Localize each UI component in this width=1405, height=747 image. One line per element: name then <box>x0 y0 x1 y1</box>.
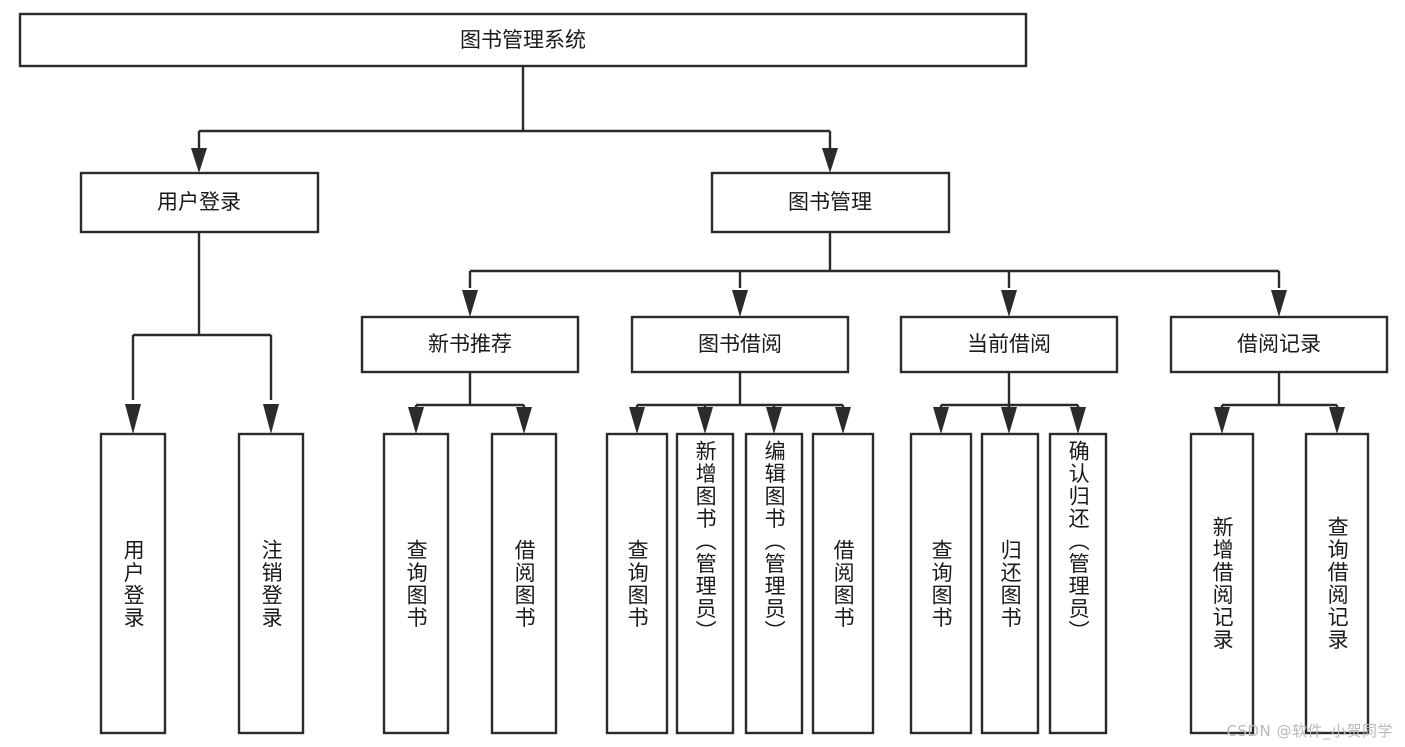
leaf-box-current-borrow-3[interactable] <box>1048 432 1108 735</box>
node-user-login-label: 用户登录 <box>157 190 241 214</box>
arrow-head-borrow-record <box>1271 290 1287 317</box>
arrow-head-book-mgmt <box>822 148 838 173</box>
node-book-borrow[interactable]: 图书借阅 <box>630 315 850 374</box>
leaf-box-book-borrow-4[interactable] <box>811 432 875 735</box>
csdn-watermark: CSDN @软件_小贺同学 <box>1226 722 1393 740</box>
node-current-borrow-box[interactable] <box>899 315 1119 374</box>
arrow-head-book-borrow-c2 <box>697 407 713 434</box>
leaf-box-new-book-1[interactable] <box>382 432 450 735</box>
connector-group-book-borrow <box>629 372 851 434</box>
arrow-head-user-login-child1 <box>125 404 141 434</box>
connector-group-current-borrow <box>933 372 1086 434</box>
arrow-head-new-book-c1 <box>408 407 424 434</box>
node-root-system-label: 图书管理系统 <box>460 28 586 52</box>
node-root-system-box[interactable] <box>18 12 1028 68</box>
connector-group-root <box>191 66 838 173</box>
connector-group-book-mgmt <box>462 232 1287 317</box>
leaf-box-current-borrow-2[interactable] <box>980 432 1040 735</box>
leaf-box-book-borrow-1[interactable] <box>605 432 669 735</box>
node-new-book-recommend[interactable]: 新书推荐 <box>360 315 580 374</box>
node-book-borrow-label: 图书借阅 <box>698 332 782 356</box>
leaf-box-borrow-record-1[interactable] <box>1189 432 1255 735</box>
node-new-book-recommend-box[interactable] <box>360 315 580 374</box>
node-book-management[interactable]: 图书管理 <box>710 171 951 234</box>
node-user-login-box[interactable] <box>79 171 320 234</box>
leaf-box-user-login-2[interactable] <box>237 432 305 735</box>
node-borrow-record-label: 借阅记录 <box>1237 332 1321 356</box>
arrow-head-borrow-record-c1 <box>1214 407 1230 434</box>
arrow-head-new-book <box>462 290 478 317</box>
node-root-system[interactable]: 图书管理系统 <box>18 12 1028 68</box>
leaf-box-current-borrow-1[interactable] <box>909 432 973 735</box>
arrow-head-book-borrow-c1 <box>629 407 645 434</box>
connector-group-user-login <box>125 232 279 434</box>
arrow-head-user-login <box>191 148 207 173</box>
arrow-head-new-book-c2 <box>516 407 532 434</box>
node-borrow-record-box[interactable] <box>1169 315 1389 374</box>
arrow-head-current-borrow <box>1001 290 1017 317</box>
node-book-management-label: 图书管理 <box>788 190 872 214</box>
arrow-head-book-borrow-c4 <box>835 407 851 434</box>
node-book-management-box[interactable] <box>710 171 951 234</box>
arrow-head-current-borrow-c2 <box>1001 407 1017 434</box>
arrow-head-current-borrow-c1 <box>933 407 949 434</box>
leaf-box-book-borrow-3[interactable] <box>744 432 804 735</box>
node-new-book-recommend-label: 新书推荐 <box>428 332 512 356</box>
node-current-borrow-label: 当前借阅 <box>967 332 1051 356</box>
arrow-head-book-borrow-c3 <box>766 407 782 434</box>
arrow-head-book-borrow <box>732 290 748 317</box>
node-book-borrow-box[interactable] <box>630 315 850 374</box>
connector-group-new-book <box>408 372 532 434</box>
leaf-box-new-book-2[interactable] <box>490 432 558 735</box>
leaf-box-borrow-record-2[interactable] <box>1304 432 1370 735</box>
leaf-box-user-login-1[interactable] <box>99 432 167 735</box>
node-current-borrow[interactable]: 当前借阅 <box>899 315 1119 374</box>
arrow-head-current-borrow-c3 <box>1070 407 1086 434</box>
connector-group-borrow-record <box>1214 372 1345 434</box>
arrow-head-user-login-child2 <box>263 404 279 434</box>
leaf-box-book-borrow-2[interactable] <box>675 432 735 735</box>
arrow-head-borrow-record-c2 <box>1329 407 1345 434</box>
node-user-login[interactable]: 用户登录 <box>79 171 320 234</box>
node-borrow-record[interactable]: 借阅记录 <box>1169 315 1389 374</box>
